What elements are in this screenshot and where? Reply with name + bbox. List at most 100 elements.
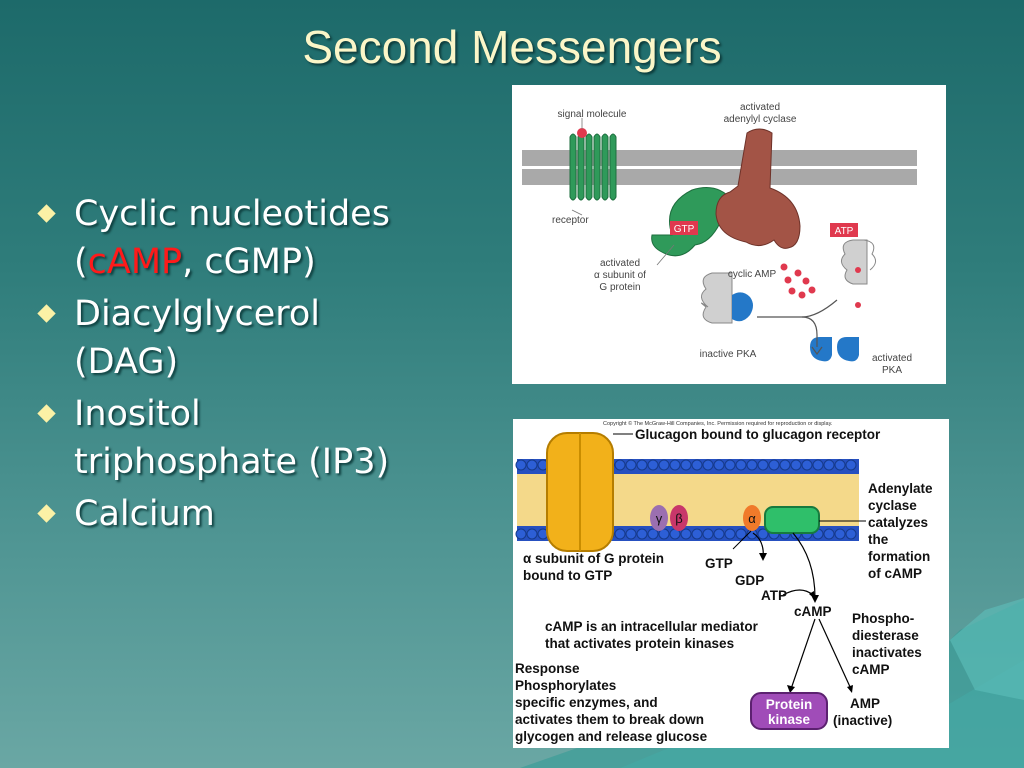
camp-highlight: cAMP (87, 242, 183, 282)
gamma-label: γ (656, 511, 663, 526)
camp-mediator-label: that activates protein kinases (545, 636, 734, 651)
gamma-subunit-shape (650, 505, 668, 531)
phosphodiesterase-label: Phospho- (852, 611, 914, 626)
atp-arrow (782, 589, 814, 596)
alpha-label: α (748, 511, 756, 526)
phospholipid-head (636, 528, 648, 540)
adenylate-cyclase-label: formation (868, 549, 930, 564)
adenylate-cyclase-label: Adenylate (868, 481, 933, 496)
phospholipid-head (526, 528, 538, 540)
membrane-outer (522, 150, 917, 166)
phospholipid-head (724, 528, 736, 540)
inactive-pka-label: inactive PKA (700, 349, 757, 360)
atp-label: ATP (835, 226, 854, 237)
signal-molecule-dot (577, 128, 587, 138)
phospholipid-head (526, 459, 538, 471)
amp-arrow (818, 618, 852, 690)
camp-label: cAMP (794, 604, 832, 619)
phosphodiesterase-label: cAMP (852, 662, 890, 677)
phosphodiesterase-label: inactivates (852, 645, 922, 660)
bullet-text: Calcium (74, 494, 215, 534)
protein-kinase-label: kinase (768, 712, 811, 727)
adenylate-cyclase-label: cyclase (868, 498, 917, 513)
phospholipid-head (614, 528, 626, 540)
phospholipid-head (614, 459, 626, 471)
bullet-text: (DAG) (74, 342, 179, 382)
adenylate-cyclase-label: of cAMP (868, 566, 922, 581)
arrowhead-icon (759, 553, 853, 693)
response-text: activates them to break down (515, 712, 704, 727)
diamond-bullet-icon (37, 504, 56, 523)
phosphodiesterase-label: diesterase (852, 628, 919, 643)
bullet-text: triphosphate (IP3) (74, 442, 390, 482)
bullet-list: Cyclic nucleotides (cAMP, cGMP) Diacylgl… (34, 190, 474, 542)
adenylate-cyclase-shape (764, 506, 820, 534)
phospholipid-head (768, 459, 780, 471)
alpha-subunit-gtp-label: α subunit of G protein (523, 551, 664, 566)
diamond-bullet-icon (37, 304, 56, 323)
signal-molecule-label: signal molecule (558, 109, 627, 120)
phospholipid-head (636, 459, 648, 471)
glucagon-label: Glucagon bound to glucagon receptor (635, 427, 881, 442)
atp-label: ATP (761, 588, 787, 603)
response-text: glycogen and release glucose (515, 729, 708, 744)
alpha-subunit-shape (743, 505, 761, 531)
response-text: Phosphorylates (515, 678, 616, 693)
protein-kinase-shape (750, 692, 828, 730)
leader-line (571, 209, 583, 216)
bullet-cyclic-nucleotides: Cyclic nucleotides (cAMP, cGMP) (34, 190, 474, 286)
phospholipid-head (702, 528, 714, 540)
activated-pka-label: PKA (882, 365, 902, 376)
gtp-label: GTP (705, 556, 733, 571)
leader-line (656, 244, 675, 266)
phospholipid-head (691, 528, 703, 540)
phospholipid-head (823, 459, 835, 471)
receptor-label: receptor (552, 215, 589, 226)
leader-line (732, 530, 752, 550)
phospholipid-head (680, 459, 692, 471)
amp-label: AMP (850, 696, 880, 711)
cyclic-amp-dots (780, 263, 816, 299)
phospholipid-head (625, 459, 637, 471)
activated-adenylyl-cyclase-label: adenylyl cyclase (724, 114, 797, 125)
pka-arrow (757, 316, 818, 347)
bullet-calcium: Calcium (34, 490, 474, 538)
bullet-text: ( (74, 242, 88, 282)
phospholipid-head (647, 459, 659, 471)
slide-title: Second Messengers (302, 21, 722, 73)
response-text: specific enzymes, and (515, 695, 658, 710)
phospholipid-head (515, 459, 527, 471)
phospholipid-head (680, 528, 692, 540)
diagram-glucagon-signaling: Copyright © The McGraw-Hill Companies, I… (513, 419, 949, 748)
camp-mediator-label: cAMP is an intracellular mediator (545, 619, 759, 634)
phospholipid-head (658, 528, 670, 540)
phospholipid-head (834, 528, 846, 540)
phospholipid-head (713, 459, 725, 471)
adenylyl-cyclase-shape (715, 128, 801, 249)
gdp-label: GDP (735, 573, 764, 588)
bullet-text: Inositol (74, 394, 201, 434)
phospholipid-head (735, 459, 747, 471)
phospholipid-head (625, 528, 637, 540)
phospholipid-head (757, 528, 769, 540)
phospholipid-head (801, 459, 813, 471)
gtp-label: GTP (674, 224, 695, 235)
camp-arrow (792, 532, 816, 599)
phospholipid-head (790, 459, 802, 471)
bullet-text: , cGMP) (182, 242, 316, 282)
diagram-gprotein-pka-svg: GTP ATP signal molecule act (522, 102, 917, 376)
alpha-subunit-label: G protein (599, 282, 640, 293)
phospholipid-head (515, 528, 527, 540)
alpha-subunit-gtp-label: bound to GTP (523, 568, 612, 583)
diamond-bullet-icon (37, 204, 56, 223)
receptor-shape (569, 128, 617, 201)
phospholipid-head (757, 459, 769, 471)
pka-arrow (801, 299, 838, 318)
response-heading: Response (515, 661, 580, 676)
phospholipid-head (647, 528, 659, 540)
atp-badge (830, 223, 858, 237)
phospholipid-head (823, 528, 835, 540)
beta-label: β (675, 511, 682, 526)
protein-kinase-arrow (790, 618, 816, 690)
arrowhead-icon (811, 346, 823, 356)
